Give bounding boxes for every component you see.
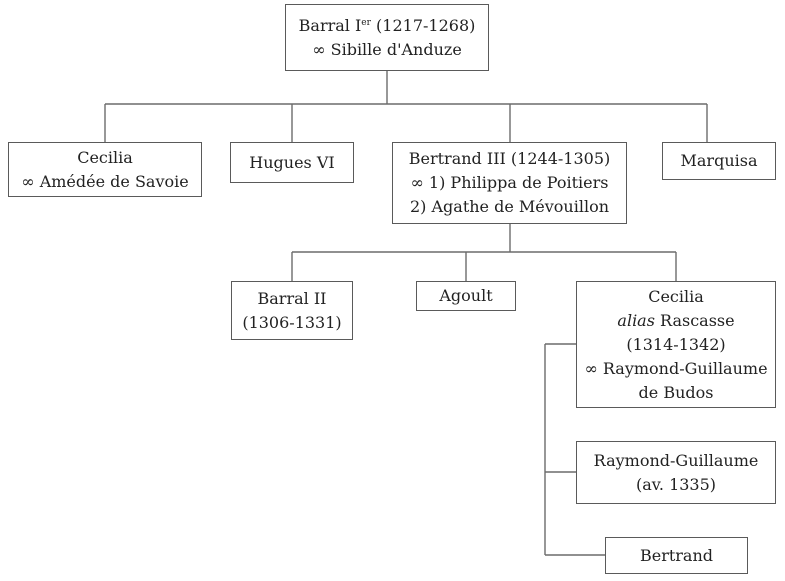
node-bertrand: Bertrand (605, 537, 748, 574)
marquisa-name: Marquisa (680, 151, 758, 170)
cecilia-2-dates: (1314-1342) (626, 334, 726, 354)
node-bertrand-iii: Bertrand III (1244-1305) ∞ 1) Philippa d… (392, 142, 627, 224)
node-barral-ii: Barral II (1306-1331) (231, 281, 353, 340)
bertrand-name: Bertrand (639, 545, 714, 565)
barral-i-dates: (1217-1268) (376, 15, 476, 35)
cecilia-2-name: Cecilia (648, 286, 704, 306)
barral-i-ordinal: er (361, 17, 371, 28)
barral-i-name: Barral I (298, 15, 362, 35)
cecilia-2-spouse: ∞ Raymond-Guillaume (584, 358, 768, 378)
node-hugues-vi: Hugues VI (230, 142, 354, 183)
node-barral-i: Barral Ier (1217-1268) ∞ Sibille d'Anduz… (285, 4, 489, 71)
agoult-name: Agoult (439, 286, 493, 305)
cecilia-2-alias-name: Rascasse (660, 310, 735, 330)
node-cecilia-savoie: Cecilia ∞ Amédée de Savoie (8, 142, 202, 197)
node-agoult: Agoult (416, 281, 516, 311)
barral-i-spouse: ∞ Sibille d'Anduze (312, 39, 462, 59)
cecilia-1-name: Cecilia (77, 147, 133, 167)
barral-ii-name: Barral II (257, 288, 327, 308)
raymond-name: Raymond-Guillaume (593, 450, 759, 470)
raymond-dates: (av. 1335) (635, 474, 717, 494)
hugues-name: Hugues VI (249, 152, 335, 172)
cecilia-2-spouse-cont: de Budos (638, 382, 714, 402)
cecilia-1-spouse: ∞ Amédée de Savoie (21, 171, 189, 191)
bertrand-iii-spouse-1: ∞ 1) Philippa de Poitiers (410, 173, 609, 192)
bertrand-iii-name: Bertrand III (1244-1305) (408, 149, 611, 168)
barral-ii-dates: (1306-1331) (242, 312, 342, 332)
node-cecilia-rascasse: Cecilia alias Rascasse (1314-1342) ∞ Ray… (576, 281, 776, 408)
cecilia-2-alias-word: alias (617, 310, 655, 330)
bertrand-iii-spouse-2: 2) Agathe de Mévouillon (409, 197, 610, 216)
node-raymond-guillaume: Raymond-Guillaume (av. 1335) (576, 441, 776, 504)
node-marquisa: Marquisa (662, 142, 776, 180)
